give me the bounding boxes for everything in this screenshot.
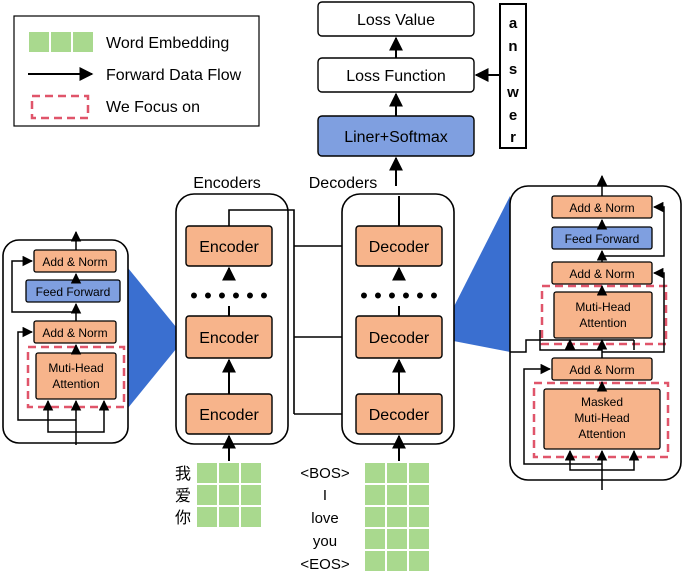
decoder-bottom-label: Decoder — [369, 407, 430, 424]
legend-embedding-swatch — [27, 30, 95, 54]
legend-forward-flow-label: Forward Data Flow — [106, 67, 242, 84]
encoders-title: Encoders — [193, 175, 261, 192]
target-token-bos: <BOS> — [300, 465, 349, 482]
dec-detail-attention-line1: Muti-Head — [575, 300, 630, 314]
svg-text:•: • — [232, 283, 240, 308]
target-embedding-grid — [363, 461, 431, 573]
enc-detail-attention-line2: Attention — [52, 377, 99, 391]
decoder-top-label: Decoder — [369, 239, 430, 256]
target-token-you: you — [313, 533, 337, 550]
decoder-middle-label: Decoder — [369, 330, 430, 347]
decoder-zoom-wedge — [438, 196, 510, 352]
encoder-zoom-wedge — [128, 268, 185, 408]
enc-detail-add-norm-top-label: Add & Norm — [42, 255, 107, 269]
decoders-title: Decoders — [309, 175, 377, 192]
svg-text:•: • — [416, 283, 424, 308]
svg-text:•: • — [402, 283, 410, 308]
loss-function-label: Loss Function — [346, 68, 446, 85]
loss-value-label: Loss Value — [357, 12, 435, 29]
encoder-output-bus — [228, 209, 295, 414]
enc-detail-attention — [35, 352, 117, 400]
loss-function-box — [317, 57, 475, 93]
enc-detail-connections — [11, 230, 110, 445]
encoder-ellipsis: • • • • • • — [190, 283, 268, 308]
answer-letter-3: s — [509, 61, 517, 78]
softmax-box — [317, 115, 475, 157]
legend-focus-label: We Focus on — [106, 99, 200, 116]
dec-detail-attention — [553, 291, 653, 339]
target-token-love: love — [311, 510, 339, 527]
encoder-middle-label: Encoder — [199, 330, 259, 347]
decoder-ellipsis: • • • • • • — [360, 283, 438, 308]
dec-detail-feed-forward-label: Feed Forward — [565, 232, 640, 246]
svg-text:•: • — [388, 283, 396, 308]
source-token-2: 爱 — [175, 487, 191, 505]
enc-detail-attention-line1: Muti-Head — [48, 361, 103, 375]
svg-text:•: • — [374, 283, 382, 308]
enc-detail-add-norm-top — [33, 249, 117, 273]
dec-detail-masked-line1: Masked — [581, 395, 623, 409]
svg-text:•: • — [204, 283, 212, 308]
enc-detail-add-norm-bottom-label: Add & Norm — [42, 326, 107, 340]
dec-detail-add-norm-top-label: Add & Norm — [569, 201, 634, 215]
svg-text:•: • — [260, 283, 268, 308]
legend-focus-swatch — [30, 94, 90, 120]
legend-word-embedding-label: Word Embedding — [106, 35, 229, 52]
enc-detail-add-norm-bottom — [33, 320, 117, 344]
answer-letter-1: a — [509, 15, 518, 32]
dec-detail-add-norm-middle-label: Add & Norm — [569, 267, 634, 281]
enc-detail-feed-forward-label: Feed Forward — [36, 285, 111, 299]
answer-letter-6: r — [510, 129, 516, 146]
dec-detail-add-norm-bottom-label: Add & Norm — [569, 363, 634, 377]
answer-letter-2: n — [508, 38, 517, 55]
answer-letter-5: e — [509, 107, 517, 124]
encoder-bottom-label: Encoder — [199, 407, 259, 424]
target-token-eos: <EOS> — [300, 556, 349, 573]
source-embedding-grid — [195, 461, 263, 529]
source-token-3: 你 — [175, 509, 191, 527]
encoder-top-label: Encoder — [199, 239, 259, 256]
source-token-1: 我 — [175, 465, 191, 483]
loss-value-box — [317, 1, 475, 37]
svg-text:•: • — [246, 283, 254, 308]
target-token-i: I — [323, 487, 327, 504]
softmax-label: Liner+Softmax — [344, 129, 448, 146]
dec-detail-attention-line2: Attention — [579, 316, 626, 330]
svg-text:•: • — [430, 283, 438, 308]
svg-text:•: • — [190, 283, 198, 308]
svg-text:•: • — [218, 283, 226, 308]
answer-letter-4: w — [506, 84, 519, 101]
svg-text:•: • — [360, 283, 368, 308]
legend: Word Embedding Forward Data Flow We Focu… — [13, 15, 260, 127]
dec-detail-masked-line2: Muti-Head — [574, 411, 629, 425]
dec-detail-connections — [510, 174, 665, 490]
dec-detail-masked-line3: Attention — [578, 427, 625, 441]
